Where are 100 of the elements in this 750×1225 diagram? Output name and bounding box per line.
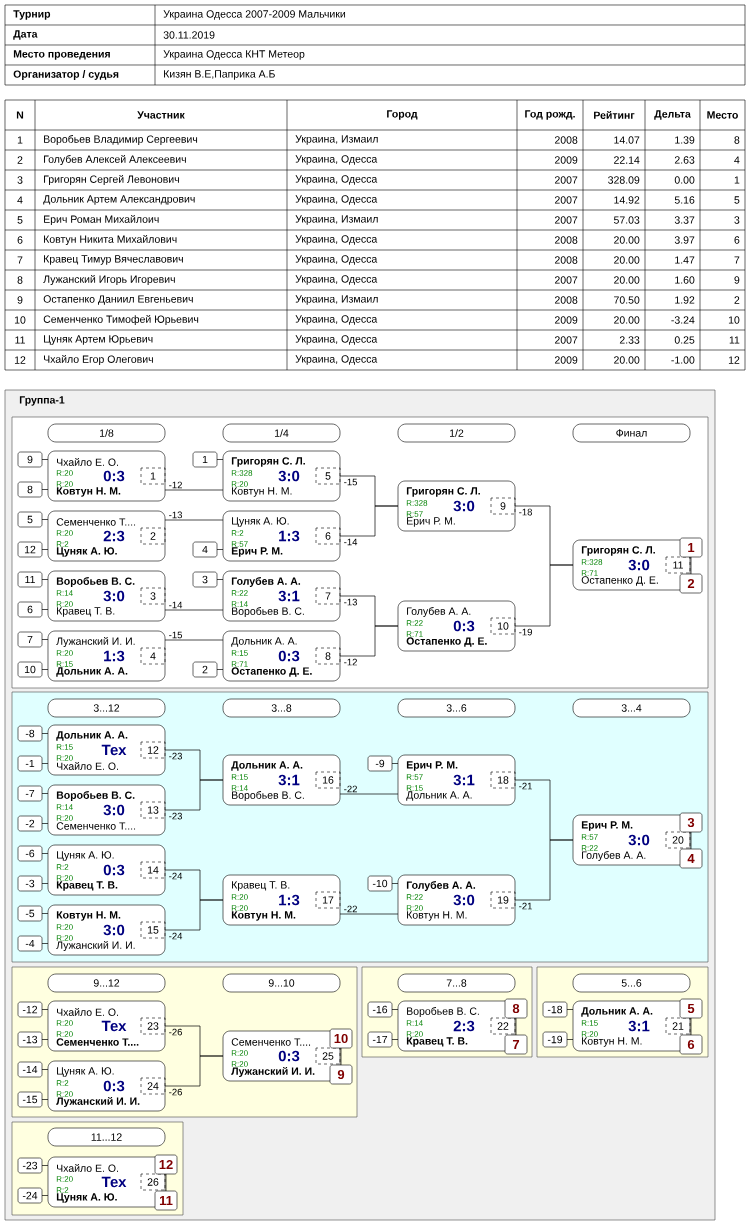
table-cell: 2008 bbox=[555, 256, 578, 264]
rating-text: R:328 bbox=[581, 559, 603, 565]
score-text: 3:0 bbox=[628, 559, 650, 571]
match-number: 2 bbox=[140, 527, 166, 545]
table-cell: Украина, Одесса bbox=[295, 175, 378, 185]
edge-label: -24 bbox=[169, 872, 183, 880]
match-number: 18 bbox=[490, 771, 516, 789]
edge-label: -26 bbox=[169, 1088, 182, 1096]
connector-line bbox=[339, 505, 399, 537]
seed-box: -24 bbox=[17, 1187, 43, 1204]
table-cell: Украина, Одесса bbox=[295, 355, 378, 365]
player-name: Воробьев В. С. bbox=[232, 607, 304, 617]
match-number: 8 bbox=[315, 647, 341, 665]
table-cell: 2007 bbox=[555, 216, 578, 224]
seed-box: -15 bbox=[17, 1091, 43, 1108]
edge-label: -22 bbox=[344, 905, 357, 913]
round-header: 3...6 bbox=[397, 698, 516, 718]
player-name: Остапенко Д. Е. bbox=[406, 637, 487, 647]
score-text: 3:0 bbox=[103, 590, 125, 602]
connector-line bbox=[41, 793, 49, 794]
player-name: Кравец Т. В. bbox=[57, 607, 115, 617]
connector-line bbox=[41, 1069, 49, 1070]
table-cell: Украина, Одесса bbox=[295, 235, 378, 245]
player-name: Цуняк А. Ю. bbox=[57, 1067, 114, 1077]
panel-title: Группа-1 bbox=[19, 396, 65, 406]
connector-line bbox=[566, 1039, 574, 1040]
seed-box: 7 bbox=[17, 631, 43, 648]
seed-box: -2 bbox=[17, 815, 43, 832]
table-cell: 2008 bbox=[555, 296, 578, 304]
table-cell: Город bbox=[387, 110, 418, 120]
connector-line bbox=[41, 609, 49, 610]
match-number: 14 bbox=[140, 861, 166, 879]
table-cell: Турнир bbox=[13, 10, 51, 20]
player-name: Ерич Р. М. bbox=[581, 821, 633, 831]
rating-text: R:57 bbox=[406, 511, 423, 517]
table-cell: 0.00 bbox=[674, 176, 695, 184]
match-number: 5 bbox=[315, 467, 341, 485]
table-cell: Лужанский Игорь Игоревич bbox=[43, 275, 175, 285]
round-header: 3...12 bbox=[47, 698, 166, 718]
player-name: Цуняк А. Ю. bbox=[56, 1193, 117, 1203]
table-cell: Ерич Роман Михайлоич bbox=[44, 215, 159, 225]
match-number: 3 bbox=[140, 587, 166, 605]
rating-text: R:20 bbox=[56, 815, 73, 821]
rating-text: R:71 bbox=[581, 570, 598, 576]
connector-line bbox=[340, 1047, 342, 1066]
round-header: 1/2 bbox=[397, 423, 516, 443]
table-cell: Дельта bbox=[654, 110, 691, 120]
rating-text: R:20 bbox=[231, 1050, 248, 1056]
rating-text: R:20 bbox=[56, 1176, 73, 1182]
table-cell: 14.07 bbox=[614, 136, 640, 144]
connector-line bbox=[391, 1039, 399, 1040]
seed-box: 3 bbox=[192, 571, 218, 588]
score-text: 3:1 bbox=[278, 590, 300, 602]
player-name: Лужанский И. И. bbox=[56, 1097, 140, 1107]
table-cell: Украина, Измаил bbox=[295, 215, 378, 225]
rating-text: R:20 bbox=[56, 650, 73, 656]
table-cell: 2007 bbox=[555, 336, 578, 344]
table-cell: Голубев Алексей Алексеевич bbox=[44, 155, 186, 165]
table-cell: Украина, Измаил bbox=[295, 295, 378, 305]
table-cell: Украина, Одесса bbox=[295, 275, 378, 285]
rating-text: R:20 bbox=[56, 1091, 73, 1097]
player-name: Воробьев В. С. bbox=[56, 577, 135, 587]
table-cell: 2007 bbox=[555, 176, 578, 184]
table-cell: 7 bbox=[17, 256, 23, 264]
rating-text: R:57 bbox=[581, 834, 598, 840]
table-cell: 3 bbox=[734, 216, 740, 224]
score-text: 0:3 bbox=[103, 864, 125, 876]
table-cell: 328.09 bbox=[608, 176, 640, 184]
connector-line bbox=[41, 1099, 49, 1100]
rating-text: R:71 bbox=[406, 631, 423, 637]
table-cell: Украина Одесса 2007-2009 Мальчики bbox=[163, 10, 345, 20]
score-text: 3:0 bbox=[103, 804, 125, 816]
table-cell: 2009 bbox=[555, 316, 578, 324]
rating-text: R:20 bbox=[581, 1031, 598, 1037]
player-name: Голубев А. А. bbox=[231, 577, 301, 587]
player-name: Ковтун Н. М. bbox=[407, 911, 467, 921]
connector-line bbox=[391, 1009, 399, 1010]
player-name: Семенченко Т.... bbox=[56, 822, 136, 830]
table-cell: Украина, Измаил bbox=[295, 135, 378, 145]
rating-text: R:20 bbox=[406, 1031, 423, 1037]
edge-label: -23 bbox=[169, 752, 182, 760]
seed-box: -16 bbox=[367, 1001, 393, 1018]
player-name: Остапенко Д. Е. bbox=[581, 576, 658, 586]
table-cell: -1.00 bbox=[671, 356, 695, 364]
score-text: 0:3 bbox=[278, 650, 300, 662]
match-number: 23 bbox=[140, 1017, 166, 1035]
table-cell: Семенченко Тимофей Юрьевич bbox=[43, 315, 199, 325]
place-badge: 12 bbox=[154, 1154, 178, 1175]
table-cell: 4 bbox=[734, 156, 740, 164]
connector-line bbox=[216, 579, 224, 580]
edge-label: -18 bbox=[519, 508, 533, 516]
table-cell: N bbox=[16, 111, 24, 119]
seed-box: 6 bbox=[17, 601, 43, 618]
player-name: Воробьев В. С. bbox=[56, 791, 135, 801]
table-cell: Участник bbox=[137, 111, 185, 119]
seed-box: -17 bbox=[367, 1031, 393, 1048]
table-cell: 2008 bbox=[555, 236, 578, 244]
table-cell: 2009 bbox=[555, 156, 578, 164]
seed-box: 5 bbox=[17, 511, 43, 528]
table-cell: 2009 bbox=[555, 356, 578, 364]
